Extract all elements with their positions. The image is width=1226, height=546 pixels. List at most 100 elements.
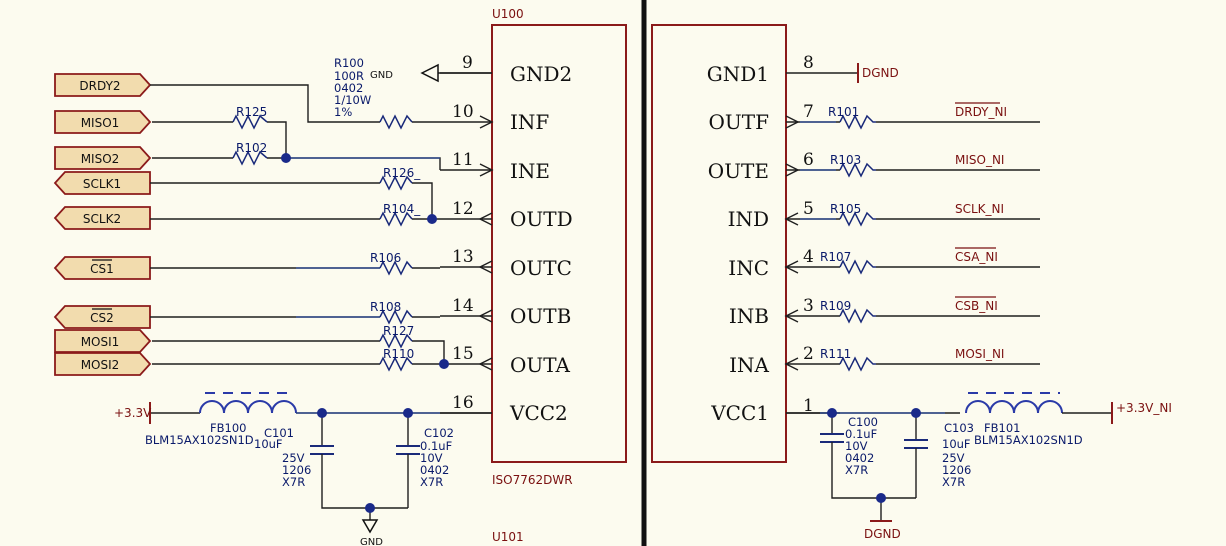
- c101-package: 1206: [282, 463, 311, 477]
- left-resistors: [232, 114, 413, 372]
- r100-power: 1/10W: [334, 93, 371, 107]
- gnd-triangle-icon: [361, 519, 379, 534]
- pin-number: 2: [803, 344, 814, 364]
- junction-dot: [403, 408, 413, 418]
- pin-name: INB: [729, 304, 769, 328]
- junction-dot: [827, 408, 837, 418]
- chip-part-number: ISO7762DWR: [492, 473, 573, 487]
- pin-number: 10: [452, 102, 474, 122]
- r111-designator: R111: [820, 347, 851, 361]
- r100-value: 100R: [334, 69, 364, 83]
- vcc2-power-section: +3.3V FB100 BLM15AX102SN1D C101 10uF 25V…: [114, 392, 492, 546]
- gnd-label-top: GND: [370, 70, 393, 81]
- resistor-r127: [379, 333, 413, 349]
- c102-package: 0402: [420, 463, 449, 477]
- resistor-r107: [839, 259, 876, 275]
- r101-designator: R101: [828, 105, 859, 119]
- r110-designator: R110: [383, 347, 414, 361]
- net-csb-ni: CSB_NI: [955, 299, 998, 313]
- right-pin-numbers: 8 7 6 5 4 3 2 1: [803, 53, 814, 416]
- port-miso1: MISO1: [81, 116, 120, 130]
- pin-name: IND: [728, 207, 769, 231]
- r104-designator: R104_: [383, 202, 421, 216]
- right-pin-names: GND1 OUTF OUTE IND INC INB INA VCC1: [707, 62, 770, 425]
- pin-name: OUTC: [510, 256, 572, 280]
- c103-package: 1206: [942, 463, 971, 477]
- pin-number: 5: [803, 199, 814, 219]
- chip-designator-top: U100: [492, 7, 524, 21]
- port-shape: [53, 171, 151, 195]
- pin-number: 11: [452, 150, 474, 170]
- resistor-r100: [379, 114, 413, 130]
- port-sclk2: SCLK2: [83, 212, 121, 226]
- resistor-r109: [839, 308, 876, 324]
- pin-name: INA: [729, 353, 769, 377]
- pin-number: 1: [803, 396, 814, 416]
- ferrite-fb100-icon: [199, 400, 297, 414]
- left-wires: [150, 72, 492, 365]
- left-pin-arrows: [478, 115, 494, 371]
- pin-number: 14: [452, 296, 474, 316]
- pin-number: 12: [452, 199, 474, 219]
- junction-dot: [317, 408, 327, 418]
- dgnd-label-bottom: DGND: [864, 527, 901, 541]
- c100-voltage: 10V: [845, 439, 868, 453]
- net-csa-ni: CSA_NI: [955, 250, 998, 264]
- pin-number: 13: [452, 247, 474, 267]
- port-shape: [54, 110, 152, 134]
- r105-designator: R105: [830, 202, 861, 216]
- r100-package: 0402: [334, 81, 363, 95]
- pin-number: 8: [803, 53, 814, 73]
- vcc1-power-section: +3.3V_NI FB101 BLM15AX102SN1D C100 0.1uF…: [786, 392, 1172, 541]
- c103-designator: C103: [944, 421, 974, 435]
- fb100-designator: FB100: [210, 421, 246, 435]
- pin-number: 9: [462, 53, 473, 73]
- pin-name: INC: [728, 256, 769, 280]
- resistor-r105: [839, 211, 876, 227]
- port-drdy2: DRDY2: [79, 79, 120, 93]
- right-resistor-labels: R101 R103 R105 R107 R109 R111: [820, 105, 861, 361]
- pin-name: GND1: [707, 62, 769, 86]
- fb101-part: BLM15AX102SN1D: [974, 433, 1083, 447]
- c102-dielectric: X7R: [420, 475, 443, 489]
- net-sclk-ni: SCLK_NI: [955, 202, 1004, 216]
- port-miso2: MISO2: [81, 152, 120, 166]
- pin-name: GND2: [510, 62, 572, 86]
- right-pin-arrows: [784, 115, 800, 371]
- port-shape: [53, 206, 151, 230]
- net-miso-ni: MISO_NI: [955, 153, 1004, 167]
- resistor-r110: [379, 356, 413, 372]
- pin-number: 15: [452, 344, 474, 364]
- pin-number: 7: [803, 102, 814, 122]
- pin-name: OUTB: [510, 304, 571, 328]
- r127-designator: R127: [383, 324, 414, 338]
- resistor-r126: [379, 175, 413, 191]
- resistor-r106: [379, 260, 413, 276]
- resistor-r103: [839, 162, 876, 178]
- junction-dot: [427, 214, 437, 224]
- port-shape: [54, 73, 152, 97]
- resistor-r104: [379, 211, 413, 227]
- gnd-label-bottom: GND: [360, 537, 383, 546]
- port-cs2: CS2: [90, 311, 114, 325]
- power-left-label: +3.3V: [114, 406, 152, 420]
- left-pin-names: GND2 INF INE OUTD OUTC OUTB OUTA VCC2: [509, 62, 573, 425]
- pin-name: OUTF: [709, 110, 770, 134]
- c100-dielectric: X7R: [845, 463, 868, 477]
- resistor-r108: [379, 309, 413, 325]
- c101-value: 10uF: [254, 437, 283, 451]
- c102-designator: C102: [424, 426, 454, 440]
- port-shape: [53, 305, 151, 329]
- r100-tolerance: 1%: [334, 105, 352, 119]
- port-shape: [54, 146, 152, 170]
- pin-name: INE: [510, 159, 550, 183]
- c103-value: 10uF: [942, 437, 971, 451]
- r125-designator: R125: [236, 105, 267, 119]
- net-mosi-ni: MOSI_NI: [955, 347, 1004, 361]
- port-cs1: CS1: [90, 262, 114, 276]
- left-resistor-labels: R100 100R 0402 1/10W 1% R125 R102 R126_ …: [236, 56, 421, 361]
- pin-name: VCC2: [509, 401, 568, 425]
- pin-number: 16: [452, 393, 474, 413]
- c102-voltage: 10V: [420, 451, 443, 465]
- junction-dot: [281, 153, 291, 163]
